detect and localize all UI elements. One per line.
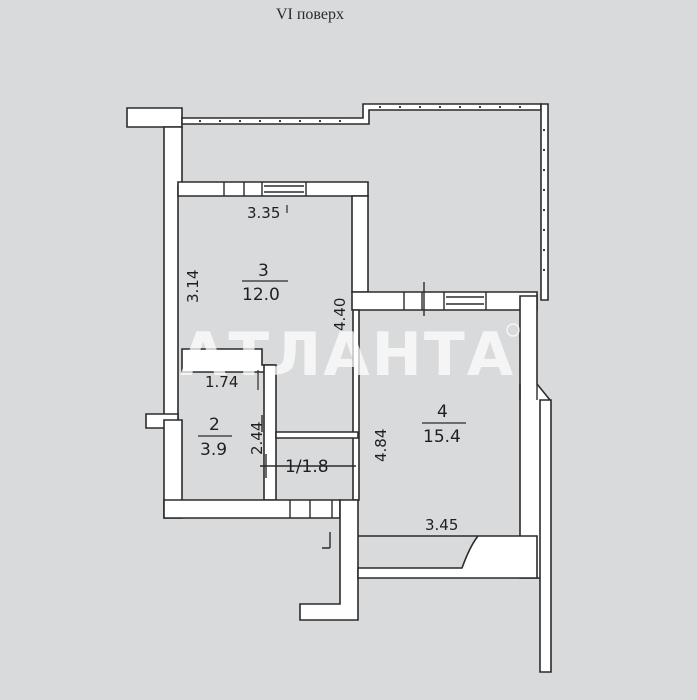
room4-area: 15.4	[423, 427, 461, 447]
dim-room3-height: 3.14	[184, 270, 202, 303]
wall-room4-bottom	[357, 535, 538, 579]
room2-number: 2	[209, 415, 220, 435]
room4-number: 4	[437, 402, 448, 422]
window-room3	[223, 182, 307, 196]
door-entrance	[289, 500, 333, 518]
wall-bottom-left	[163, 499, 341, 519]
dim-room3-width: 3.35	[247, 204, 280, 222]
wall-right-column	[539, 399, 552, 673]
room1-label: 1/1.8	[285, 457, 329, 477]
balcony-right-rail	[540, 103, 549, 301]
wall-room3-right	[351, 195, 369, 293]
entrance-corner-mark	[322, 532, 331, 549]
room3-area: 12.0	[242, 285, 280, 305]
door-bath	[260, 454, 356, 478]
room2-area: 3.9	[200, 440, 227, 460]
window-room4	[403, 292, 487, 310]
wall-top-left-stub	[126, 107, 183, 128]
dim-room4-width: 3.45	[425, 516, 458, 534]
dim-room3-right: 4.40	[331, 298, 349, 331]
watermark: АТЛАНТА	[180, 320, 515, 390]
dim-room2-width: 1.74	[205, 373, 238, 391]
wall-entrance	[299, 499, 359, 621]
wall-room3-top	[177, 181, 369, 197]
door-room4-right	[519, 384, 538, 400]
wall-bath-top	[275, 431, 359, 439]
dim-room2-height: 2.44	[248, 422, 266, 455]
dim-room4-height: 4.84	[372, 429, 390, 462]
floor-title: VI поверх	[275, 6, 344, 23]
balcony-top-rail	[181, 103, 542, 125]
room3-number: 3	[258, 261, 269, 281]
